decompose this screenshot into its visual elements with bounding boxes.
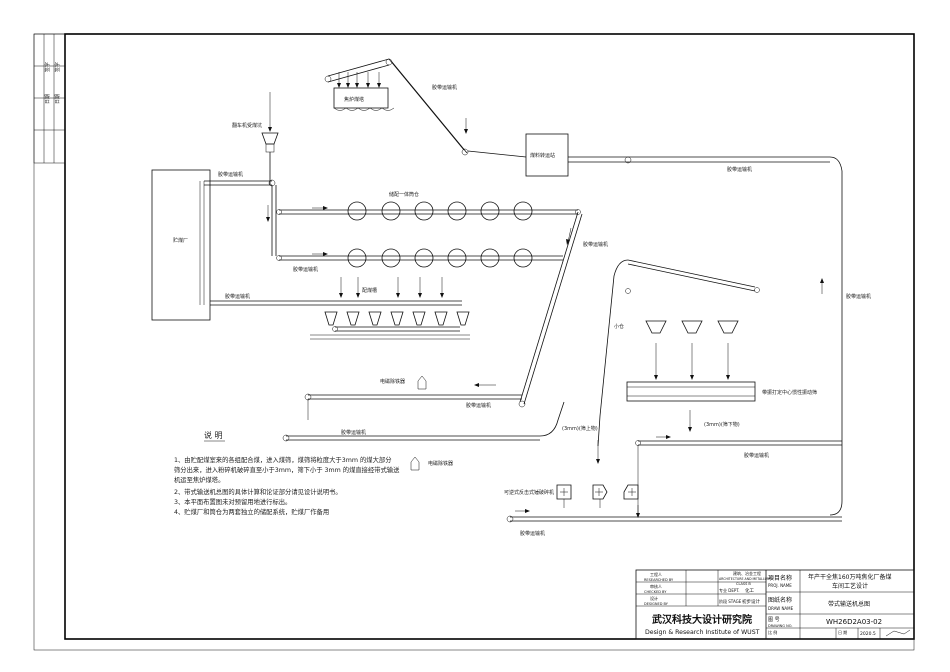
belt-label: 胶带运输机 [520, 530, 545, 537]
notes: 说 明 1、由贮配煤室来的各组配合煤，进入煤筛，煤筛将粒度大于3mm 的煤大部分… [174, 430, 400, 516]
institute-name-en: Design & Research Institute of WUST [645, 629, 760, 636]
tb-spec-value: 化工 [745, 587, 754, 594]
tb-row-cn: 审核人 [650, 583, 662, 589]
belt-after-pit: 胶带运输机 [204, 171, 277, 256]
magnet-icon [410, 456, 420, 471]
belt-label: 胶带运输机 [341, 429, 366, 436]
crusher-label: 可逆式反击式锤破碎机 [504, 489, 554, 496]
strip-label: 日期 [55, 94, 61, 104]
tb-project-value: 年产干全焦160万吨焦化厂备煤 [808, 573, 891, 581]
tb-drawing-no-label: 图 号 [768, 617, 780, 623]
strip-label: 日期 [45, 94, 51, 104]
coke-oven-bunker: 焦炉煤塔 [333, 72, 395, 111]
belt-label: 胶带运输机 [846, 293, 871, 300]
note-line: 2、带式输送机总图的具体计算和论证部分请见设计说明书。 [174, 487, 342, 496]
belt-label: 胶带运输机 [225, 293, 250, 300]
belt-right-low: 胶带运输机 [635, 435, 842, 518]
tb-spec-label: 专业 DEPT. [719, 587, 740, 593]
title-block: 工程人 RESEARCHED BY 审核人 CHECKED BY 设计 DESI… [635, 569, 915, 640]
tipper-pit-label: 翻车机受煤坑 [232, 122, 262, 129]
coal-yard-label: 贮煤厂 [173, 237, 188, 244]
belt-label: 胶带运输机 [218, 171, 243, 178]
note-line: 4、贮煤厂和筒仓为两套独立的储配系统，贮煤厂作备用 [174, 507, 329, 516]
tipper-pit: 翻车机受煤坑 [232, 92, 279, 185]
belt-conveyor-top: 胶带运输机 [324, 58, 469, 156]
over-3mm-label: (3mm)(筛上物) [562, 425, 598, 432]
belt-diagonal: 胶带运输机 [518, 211, 608, 408]
transfer-station-label: 煤料转运站 [530, 152, 555, 159]
belt-label: 胶带运输机 [727, 166, 752, 173]
magnet-icon [417, 375, 427, 390]
blending-bins: 配煤槽 胶带运输机 [210, 277, 470, 340]
screen-label: 带振打定中心惯性振动筛 [762, 389, 817, 396]
tb-dept-cn: 建筑、冶金工程 [733, 570, 761, 576]
strip-label: 签字 [44, 62, 51, 72]
tb-row-en: DESIGNED BY [644, 602, 669, 606]
small-bins-label: 小仓 [614, 323, 624, 330]
tb-row-cn: 工程人 [650, 571, 662, 577]
belt-bottom: 胶带运输机 [506, 509, 842, 537]
tb-row-en: CHECKED BY [644, 590, 667, 594]
strip-label: 签字 [54, 62, 61, 72]
silos-label: 储配一体筒仓 [389, 191, 419, 198]
coal-yard: 贮煤厂 [151, 169, 211, 321]
note-line: 1、由贮配煤室来的各组配合煤，进入煤筛，煤筛将粒度大于3mm 的煤大部分 [174, 455, 392, 464]
small-bins: 小仓 [614, 320, 739, 380]
tb-small-label: 比 例 [768, 629, 777, 635]
notes-title: 说 明 [204, 430, 223, 440]
tb-dept-en: ARCHITECTURE AND METALLURGY [719, 577, 773, 581]
note-line: 筛分出来，进入粉碎机破碎直至小于3mm，筛下小于 3mm 的煤直接经带式输送 [174, 465, 400, 474]
belt-right-top: 胶带运输机 胶带运输机 [568, 156, 871, 516]
tb-class: CLASS B [736, 582, 751, 586]
signature [885, 629, 911, 637]
magnet-label: 电磁除铁器 [428, 460, 453, 467]
tb-row-en: RESEARCHED BY [644, 578, 674, 582]
tb-project-label-en: PROJ. NAME [768, 583, 792, 588]
tb-project-label: 项目名称 [768, 574, 792, 582]
belt-middle: 胶带运输机 电磁除铁器 [304, 375, 522, 420]
outer-border [33, 33, 915, 651]
tb-drawing-no-label-en: DRAWING NO. [768, 624, 792, 628]
tb-drawing-no: WH26D2A03-02 [826, 618, 882, 626]
vibrating-screen: 带振打定中心惯性振动筛 [626, 381, 817, 402]
magnet-2: 电磁除铁器 [410, 456, 453, 471]
tb-date: 2020.5 [860, 631, 876, 637]
note-line: 3、本平面布置图未对预留用地进行标出。 [174, 497, 291, 506]
tb-small-label: 日 期 [838, 629, 847, 635]
tb-stage-value: 初步设计 [742, 598, 760, 605]
tb-row-cn: 设计 [650, 595, 658, 601]
transfer-station: 煤料转运站 [467, 133, 569, 177]
inner-border [64, 33, 915, 640]
belt-label: 胶带运输机 [466, 402, 491, 409]
belt-to-small-bins [596, 259, 760, 464]
revision-strip: 签字 日期 签字 日期 [33, 33, 66, 164]
belt-label: 胶带运输机 [432, 84, 457, 91]
magnet-label: 电磁除铁器 [380, 378, 405, 385]
tb-stage-label: 阶段 STAGE [719, 598, 742, 604]
crushers: 可逆式反击式锤破碎机 [504, 484, 639, 508]
tb-drawing-label-en: DRAW NAME [768, 606, 794, 611]
tb-project-value: 车间工艺设计 [832, 582, 868, 590]
blending-bins-label: 配煤槽 [362, 287, 377, 294]
belt-label: 胶带运输机 [744, 452, 769, 459]
tb-drawing-label: 图纸名称 [768, 596, 792, 604]
institute-name: 武汉科技大设计研究院 [652, 613, 752, 626]
storage-silos: 储配一体筒仓 胶带运输机 [276, 191, 581, 273]
belt-label: 胶带运输机 [293, 266, 318, 273]
tb-drawing-value: 带式输送机总图 [828, 600, 870, 608]
belt-label: 胶带运输机 [583, 241, 608, 248]
note-line: 机运至焦炉煤塔。 [174, 475, 224, 484]
belt-lower-left: 胶带运输机 (3mm)(筛上物) (3mm)(筛下物) [282, 401, 740, 442]
under-3mm-label: (3mm)(筛下物) [704, 421, 740, 428]
coke-oven-bunker-label: 焦炉煤塔 [344, 96, 364, 103]
